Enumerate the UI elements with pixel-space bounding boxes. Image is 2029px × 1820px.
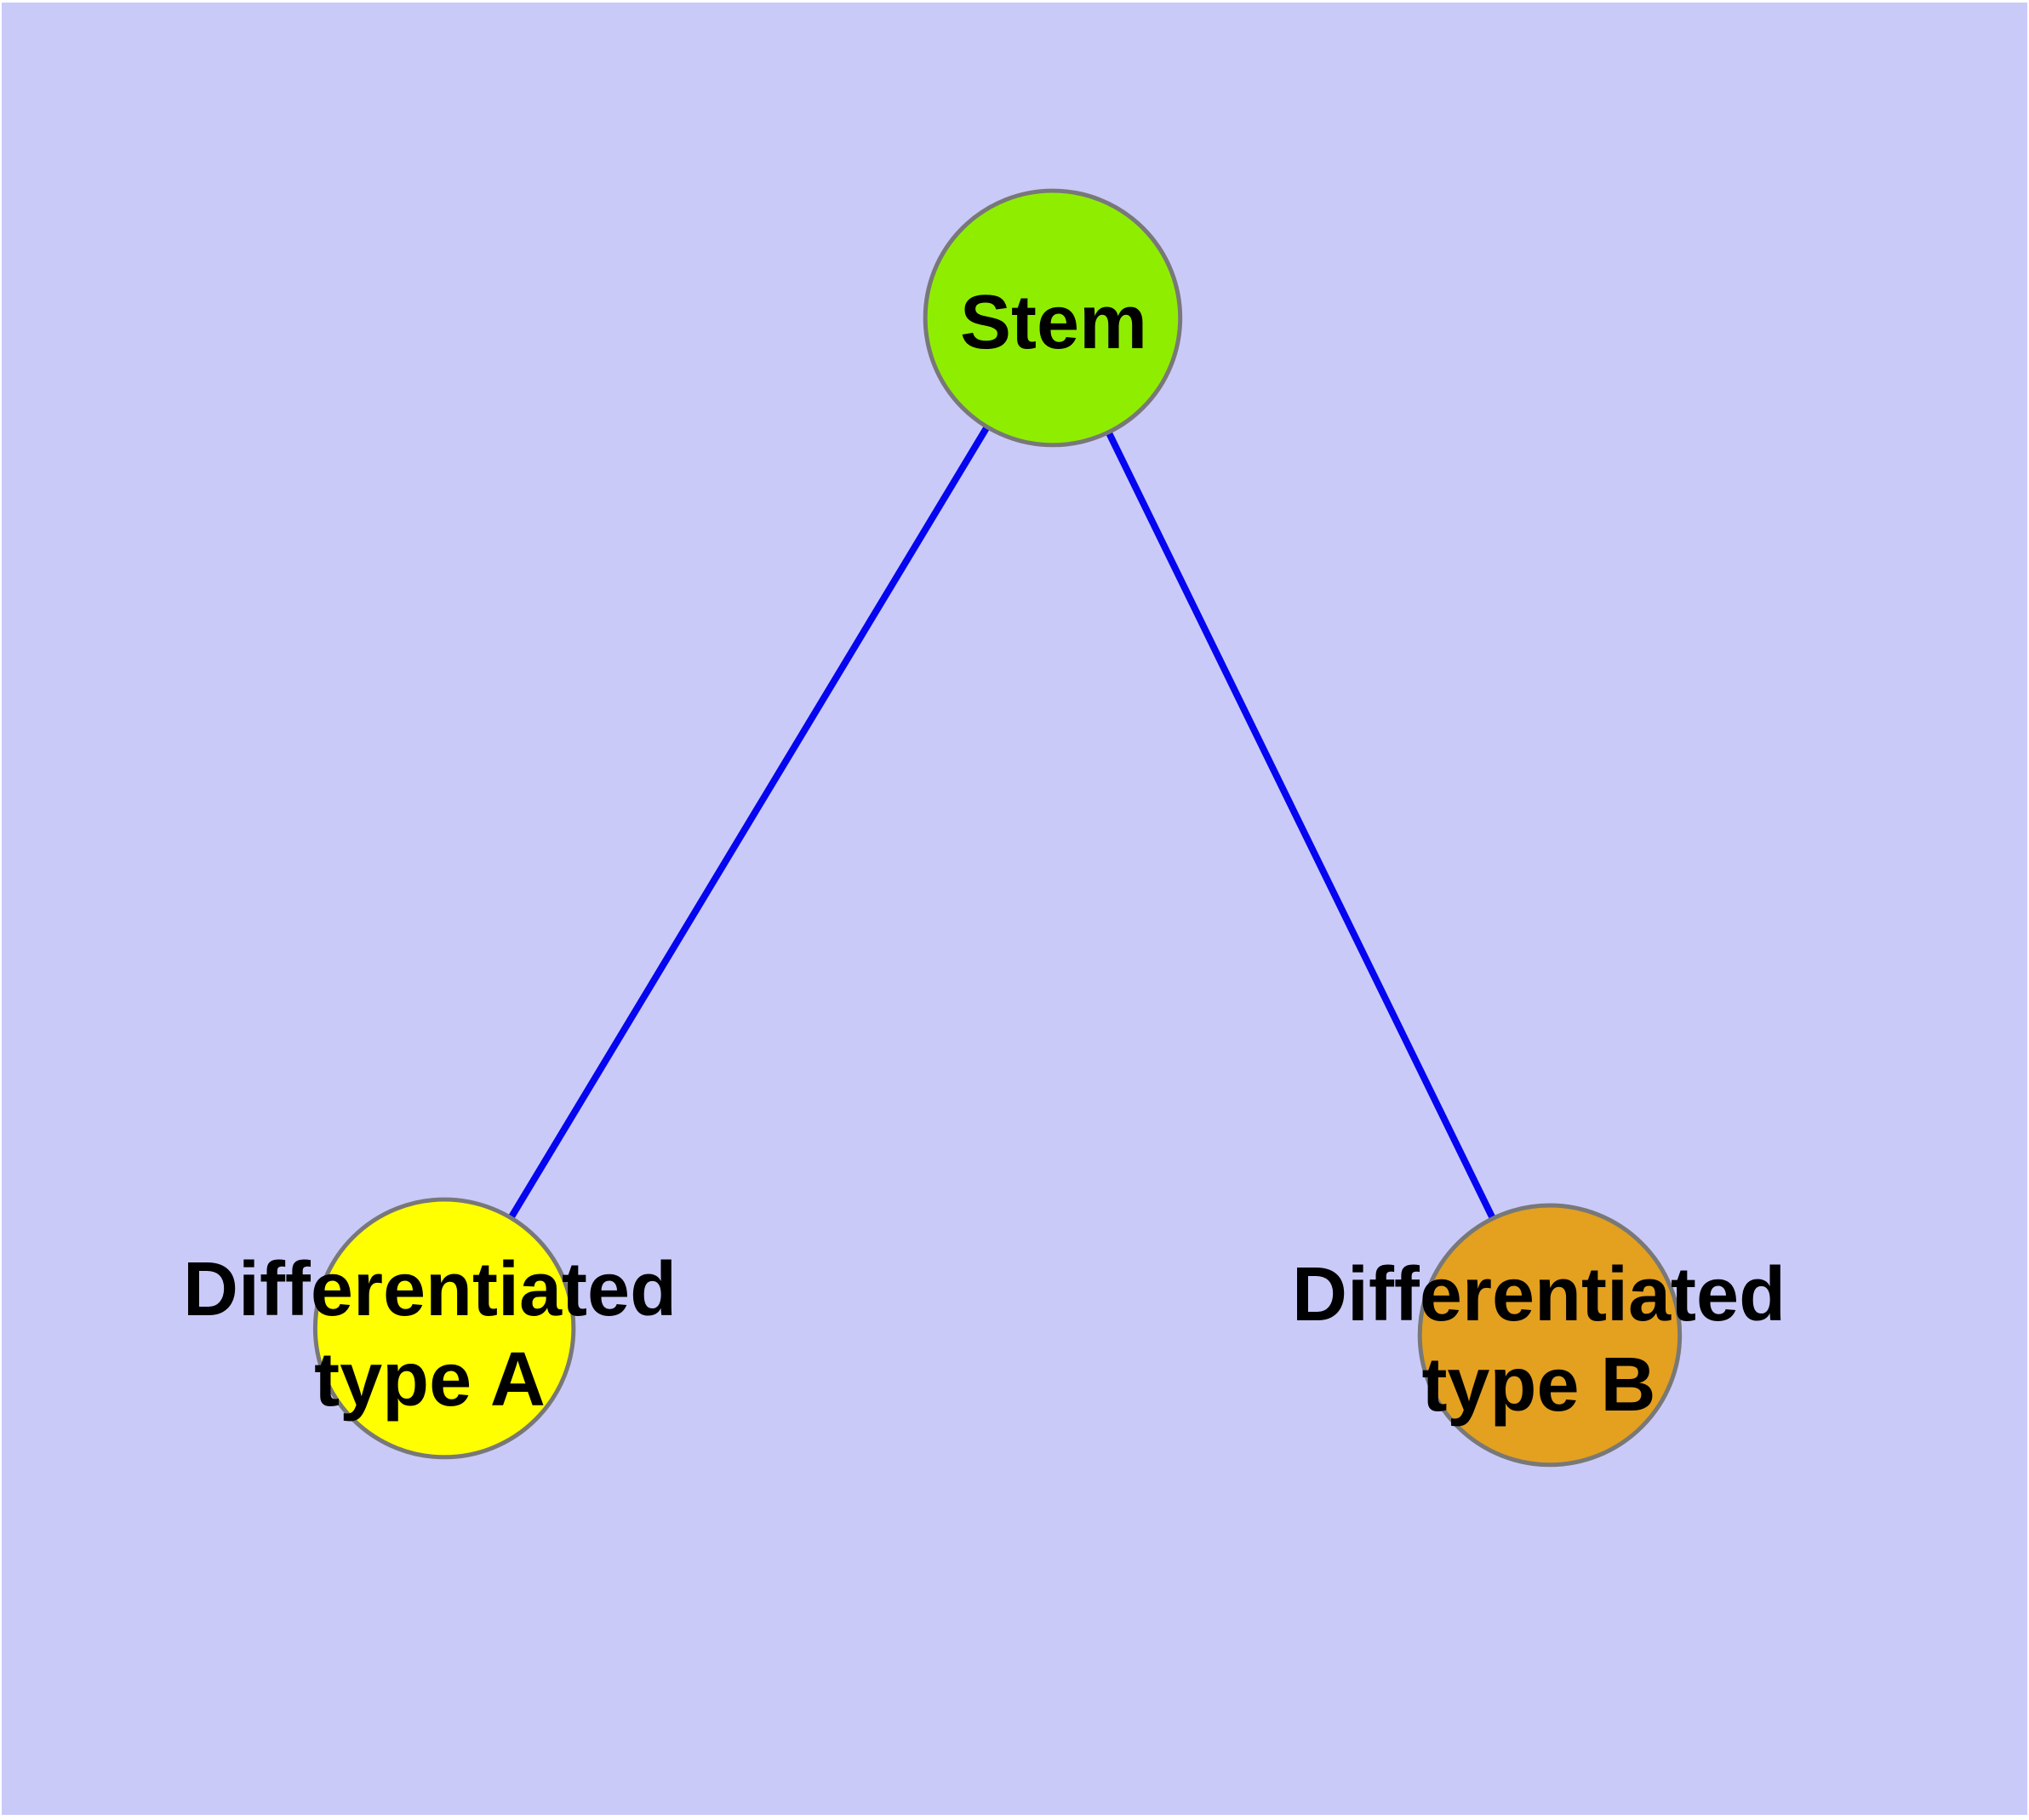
node-differentiated-type-b — [1417, 1203, 1683, 1468]
node-differentiated-type-a — [312, 1197, 576, 1460]
plot-background: Stem Differentiated type A Differentiate… — [2, 3, 2027, 1815]
edge-stem-to-type-a — [441, 314, 1056, 1332]
graph-svg — [312, 188, 1683, 1468]
node-stem — [923, 188, 1183, 448]
edge-stem-to-type-b — [1049, 314, 1553, 1339]
